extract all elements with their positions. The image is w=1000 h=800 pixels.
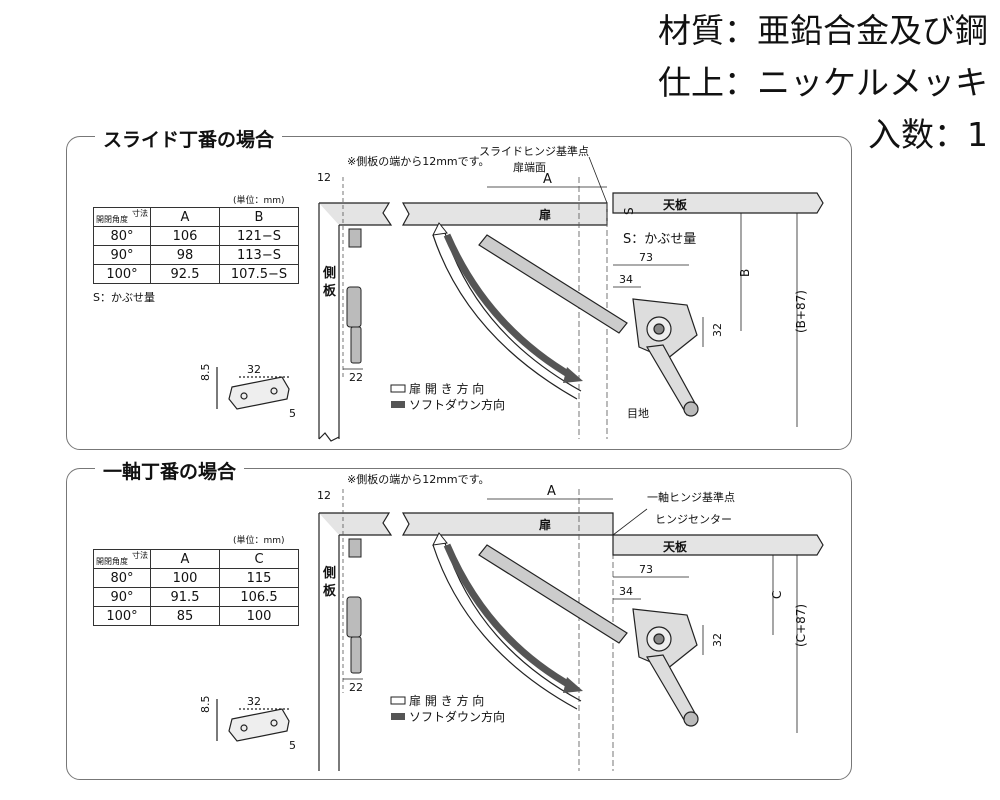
dim-32: 32 — [711, 323, 724, 337]
top-board-label: 天板 — [663, 539, 688, 554]
row-b: 107.5−S — [219, 264, 299, 284]
material-spec: 材質：亜鉛合金及び鋼 — [658, 11, 988, 50]
dim-c: C — [770, 591, 784, 599]
door-panel — [401, 512, 614, 536]
row-angle: 100° — [93, 606, 151, 626]
overlay-note: S：かぶせ量 — [93, 291, 155, 304]
dim-34: 34 — [619, 585, 633, 598]
open-dir-swatch — [390, 384, 406, 393]
single-unit-label: (単位：mm) — [233, 536, 285, 546]
small-part-drawing — [216, 367, 290, 410]
size-header: 寸法 — [132, 209, 148, 218]
side-board-label-2: 板 — [323, 583, 337, 599]
door-label: 扉 — [539, 207, 551, 222]
single-axis-hinge-panel: 一軸丁番の場合 (単位：mm) 寸法 開閉角度 A C 80° 100 115 … — [66, 457, 852, 780]
dim-73: 73 — [639, 563, 653, 576]
dim-32-small: 32 — [247, 363, 261, 376]
dim-5: 5 — [289, 407, 296, 420]
single-panel-title: 一軸丁番の場合 — [95, 457, 245, 484]
table-row: 100° 85 100 — [93, 606, 299, 626]
edge-note: ※側板の端から12mmです。 — [347, 472, 490, 486]
dim-8-5: 8.5 — [199, 696, 212, 714]
table-row: 80° 106 121−S — [93, 226, 299, 246]
table-row: 100° 92.5 107.5−S — [93, 264, 299, 284]
row-b: 121−S — [219, 226, 299, 246]
dim-b87: (B+87) — [794, 290, 808, 333]
row-a: 85 — [150, 606, 220, 626]
door-label: 扉 — [539, 517, 551, 532]
door-edge-label: 扉端面 — [513, 161, 546, 174]
table-corner-header: 寸法 開閉角度 — [93, 549, 151, 569]
dim-22: 22 — [349, 681, 363, 694]
dim-b: B — [738, 269, 752, 277]
ref-point-label: 一軸ヒンジ基準点 — [647, 490, 735, 504]
door-panel — [401, 202, 608, 226]
soft-down-label: ソフトダウン方向 — [409, 397, 505, 412]
dim-34: 34 — [619, 273, 633, 286]
soft-down-swatch — [391, 401, 405, 408]
slide-panel-title: スライド丁番の場合 — [95, 125, 283, 152]
top-board — [612, 192, 824, 214]
soft-down-swatch — [391, 713, 405, 720]
s-overlay-label: S：かぶせ量 — [623, 232, 696, 247]
angle-header: 開閉角度 — [96, 557, 128, 566]
row-a: 92.5 — [150, 264, 220, 284]
single-hinge-drawing: 8.5 32 5 側 板 12 ※側板の端から12mmです。 22 扉 A 一軸… — [199, 472, 824, 771]
edge-note: ※側板の端から12mmです。 — [347, 154, 490, 168]
angle-header: 開閉角度 — [96, 215, 128, 224]
side-board-label-2: 板 — [323, 283, 337, 299]
dim-a: A — [547, 484, 556, 499]
slide-unit-label: (単位：mm) — [233, 196, 285, 206]
ref-point-label: スライドヒンジ基準点 — [479, 144, 589, 158]
soft-down-label: ソフトダウン方向 — [409, 709, 505, 724]
dim-c87: (C+87) — [794, 604, 808, 647]
table-corner-header: 寸法 開閉角度 — [93, 207, 151, 227]
hinge-mount — [346, 228, 362, 364]
open-dir-label: 扉 開 き 方 向 — [409, 381, 484, 396]
finish-spec: 仕上：ニッケルメッキ — [658, 63, 988, 102]
single-dimension-table: 寸法 開閉角度 A C 80° 100 115 90° 91.5 106.5 1… — [93, 549, 299, 626]
quantity-spec: 入数：1 — [868, 115, 988, 154]
row-angle: 100° — [93, 264, 151, 284]
hinge-mount — [346, 538, 362, 674]
dim-12: 12 — [317, 489, 331, 502]
side-board-label-1: 側 — [322, 265, 336, 281]
slide-hinge-drawing: 8.5 32 5 側 板 12 ※側板の端から12mmです。 22 扉 A 扉端… — [199, 144, 824, 442]
hinge-arm — [478, 544, 699, 727]
dim-73: 73 — [639, 251, 653, 264]
open-dir-swatch — [390, 696, 406, 705]
size-header: 寸法 — [132, 551, 148, 560]
dim-32-small: 32 — [247, 695, 261, 708]
slide-hinge-panel: スライド丁番の場合 (単位：mm) 寸法 開閉角度 A B 80° 106 12… — [66, 125, 852, 450]
top-board-label: 天板 — [663, 197, 688, 212]
row-a: 106 — [150, 226, 220, 246]
dim-5: 5 — [289, 739, 296, 752]
side-board — [318, 512, 393, 771]
row-angle: 90° — [93, 587, 151, 607]
dim-a: A — [543, 172, 552, 187]
reference-label: 目地 — [627, 407, 649, 420]
row-angle: 80° — [93, 568, 151, 588]
small-part-drawing — [216, 699, 290, 742]
s-label: S — [622, 207, 636, 215]
hinge-center-label: ヒンジセンター — [655, 513, 732, 526]
side-board — [318, 202, 393, 442]
hinge-arm — [478, 234, 699, 417]
dim-12: 12 — [317, 171, 331, 184]
open-dir-label: 扉 開 き 方 向 — [409, 693, 484, 708]
side-board-label-1: 側 — [322, 565, 336, 581]
dim-22: 22 — [349, 371, 363, 384]
dim-8-5: 8.5 — [199, 364, 212, 382]
dim-32: 32 — [711, 633, 724, 647]
slide-dimension-table: 寸法 開閉角度 A B 80° 106 121−S 90° 98 113−S 1… — [93, 207, 299, 284]
row-c: 100 — [219, 606, 299, 626]
row-c: 115 — [219, 568, 299, 588]
top-board — [612, 534, 824, 556]
